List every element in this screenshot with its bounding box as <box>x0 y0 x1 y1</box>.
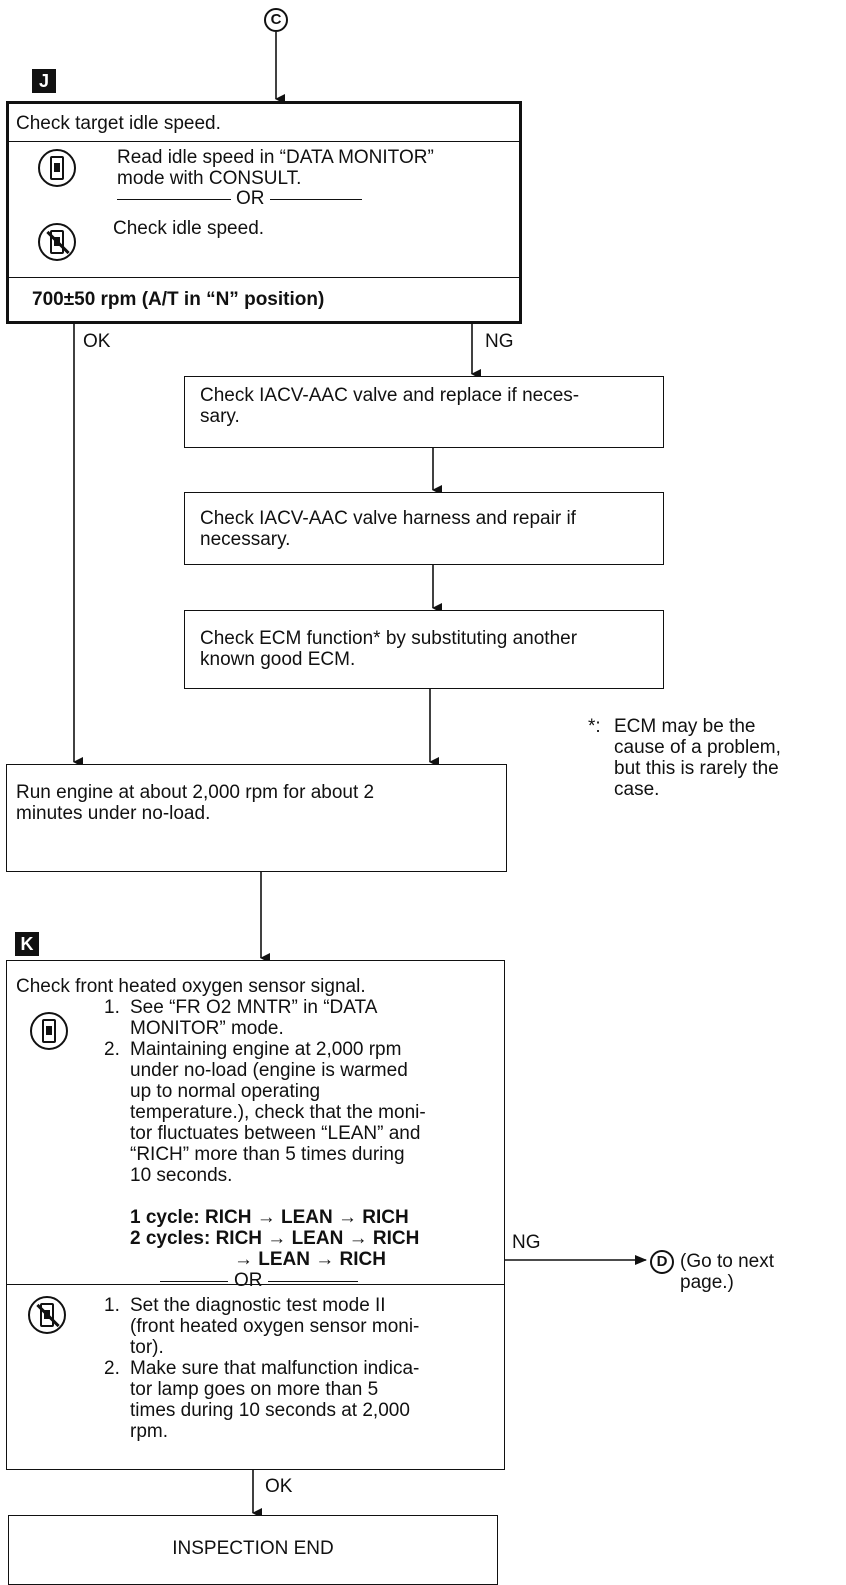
ng-step-2-text: Check IACV-AAC valve harness and repair … <box>200 508 576 550</box>
step-j-consult-text: Read idle speed in “DATA MONITOR” mode w… <box>117 147 434 189</box>
footnote-mark: *: <box>588 716 601 737</box>
cycle-2b: → LEAN → RICH <box>234 1249 386 1270</box>
no-consult-tool-icon-k <box>28 1296 66 1334</box>
no-consult-tool-icon <box>38 223 76 261</box>
step-j-no-consult-text: Check idle speed. <box>113 218 265 239</box>
ng-step-3 <box>184 610 664 689</box>
run-engine-box <box>6 764 507 872</box>
ng-step-2 <box>184 492 664 565</box>
step-k-consult-list: 1. See “FR O2 MNTR” in “DATA MONITOR” mo… <box>104 997 504 1186</box>
footnote-text: ECM may be the cause of a problem, but t… <box>614 716 781 800</box>
item-text: See “FR O2 MNTR” in “DATA MONITOR” mode. <box>130 997 378 1039</box>
connector-c: C <box>264 8 288 32</box>
item-text: Set the diagnostic test mode II (front h… <box>130 1295 420 1358</box>
goto-next-page: (Go to next page.) <box>680 1251 774 1293</box>
step-k-or: OR <box>234 1270 263 1291</box>
step-marker-k: K <box>15 932 39 956</box>
item-number: 1. <box>104 997 120 1018</box>
step-k-no-consult-list: 1. Set the diagnostic test mode II (fron… <box>104 1295 504 1442</box>
item-text: Make sure that malfunction indica- tor l… <box>130 1358 420 1442</box>
step-marker-j: J <box>32 69 56 93</box>
item-text: Maintaining engine at 2,000 rpm under no… <box>130 1039 426 1186</box>
step-j-or: OR <box>236 188 265 209</box>
ok-label-k: OK <box>265 1476 293 1497</box>
ok-label-j: OK <box>83 331 111 352</box>
cycle-1: 1 cycle: RICH → LEAN → RICH <box>130 1207 409 1228</box>
consult-tool-icon-k <box>30 1012 68 1050</box>
step-k-box <box>6 960 505 1470</box>
item-number: 1. <box>104 1295 120 1316</box>
step-k-consult-item-1: 1. See “FR O2 MNTR” in “DATA MONITOR” mo… <box>104 997 504 1039</box>
step-j-title: Check target idle speed. <box>16 113 221 134</box>
step-j-box <box>6 101 522 324</box>
run-engine-text: Run engine at about 2,000 rpm for about … <box>16 782 375 824</box>
step-k-no-consult-item-2: 2. Make sure that malfunction indica- to… <box>104 1358 504 1442</box>
ng-step-3-text: Check ECM function* by substituting anot… <box>200 628 578 670</box>
ng-label-j: NG <box>485 331 514 352</box>
item-number: 2. <box>104 1358 120 1379</box>
connector-d: D <box>650 1250 674 1274</box>
step-j-spec: 700±50 rpm (A/T in “N” position) <box>32 289 325 310</box>
ng-step-1-text: Check IACV-AAC valve and replace if nece… <box>200 385 580 427</box>
step-k-no-consult-item-1: 1. Set the diagnostic test mode II (fron… <box>104 1295 504 1358</box>
item-number: 2. <box>104 1039 120 1060</box>
inspection-end-box <box>8 1515 498 1585</box>
consult-tool-icon <box>38 149 76 187</box>
cycle-2a: 2 cycles: RICH → LEAN → RICH <box>130 1228 420 1249</box>
step-k-title: Check front heated oxygen sensor signal. <box>16 976 366 997</box>
step-k-consult-item-2: 2. Maintaining engine at 2,000 rpm under… <box>104 1039 504 1186</box>
inspection-end-text: INSPECTION END <box>172 1538 334 1559</box>
ng-label-k: NG <box>512 1232 541 1253</box>
ng-step-1 <box>184 376 664 448</box>
